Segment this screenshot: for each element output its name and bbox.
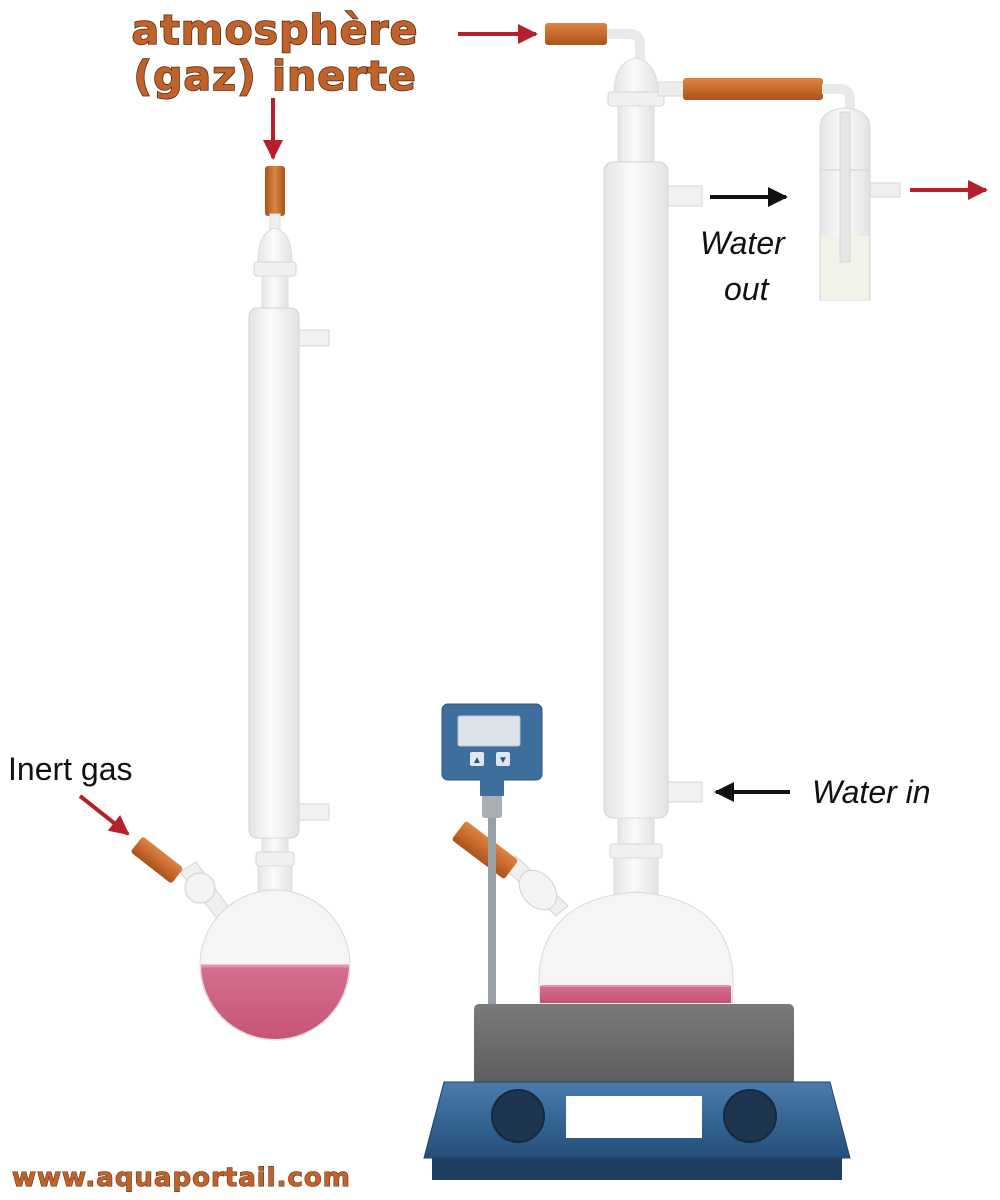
title-line-1: atmosphère xyxy=(132,6,419,54)
left-water-outlet xyxy=(298,329,330,347)
left-top-stopper xyxy=(265,166,285,216)
right-side-arm-stopper xyxy=(452,821,518,879)
hotplate-panel xyxy=(566,1096,702,1138)
left-stopcock xyxy=(184,872,216,904)
right-flask-liquid xyxy=(540,986,731,1003)
left-condenser-neck xyxy=(261,275,289,311)
hotplate-right-knob[interactable] xyxy=(723,1089,777,1143)
up-arrow-icon: ▲ xyxy=(472,755,482,766)
inert-gas-label: Inert gas xyxy=(8,751,133,787)
water-out-label-line-1: Water xyxy=(700,225,786,261)
bubbler-inner-tube xyxy=(839,111,851,263)
controller-down-button[interactable] xyxy=(496,752,510,766)
hotplate-foot xyxy=(432,1158,842,1180)
labels: atmosphère (gaz) inerte Inert gas Water … xyxy=(8,5,931,1194)
right-bubbler-inlet-tube xyxy=(822,84,855,114)
left-apparatus xyxy=(131,166,351,1041)
controller-stem xyxy=(480,778,504,796)
water-out-label-line-2: out xyxy=(724,271,770,307)
right-apparatus xyxy=(452,23,901,1004)
right-condenser-jacket xyxy=(603,161,669,819)
arrows xyxy=(78,24,988,836)
left-water-inlet xyxy=(298,803,330,821)
title-line-2: (gaz) inerte xyxy=(133,52,416,100)
hotplate-top xyxy=(474,1004,794,1086)
right-top-bent-tube xyxy=(606,29,645,68)
controller-display xyxy=(457,715,521,747)
left-condenser-joint xyxy=(253,261,297,277)
left-lower-joint xyxy=(255,851,295,867)
right-condenser-head xyxy=(613,57,659,95)
right-top-stopper xyxy=(545,23,607,45)
down-arrow-icon: ▼ xyxy=(498,755,508,766)
website-link[interactable]: www.aquaportail.com xyxy=(12,1163,351,1194)
right-side-tube xyxy=(657,81,687,97)
right-flask xyxy=(538,891,734,1004)
left-condenser-jacket xyxy=(248,307,300,839)
hotplate-stirrer xyxy=(423,1004,851,1180)
bubbler-outlet xyxy=(869,182,901,198)
left-flask-liquid xyxy=(201,966,349,1039)
thermometer-probe xyxy=(488,818,496,1006)
probe-connector xyxy=(482,794,502,818)
right-water-outlet xyxy=(667,185,703,207)
right-condenser-top-joint xyxy=(607,91,665,107)
right-stopcock xyxy=(518,869,558,911)
left-condenser-head xyxy=(257,227,293,263)
right-flask-neck xyxy=(613,857,659,899)
water-in-label: Water in xyxy=(812,774,931,810)
right-condenser-neck xyxy=(617,105,655,165)
hotplate-left-knob[interactable] xyxy=(491,1089,545,1143)
controller-up-button[interactable] xyxy=(470,752,484,766)
inert-gas-arrow xyxy=(78,794,130,836)
right-lower-joint xyxy=(609,843,663,859)
right-water-inlet xyxy=(667,781,703,803)
left-side-stopper xyxy=(131,837,183,883)
right-side-stopper xyxy=(683,78,823,100)
right-lower-neck xyxy=(617,817,655,847)
temperature-controller: ▲ ▼ xyxy=(441,703,543,1006)
